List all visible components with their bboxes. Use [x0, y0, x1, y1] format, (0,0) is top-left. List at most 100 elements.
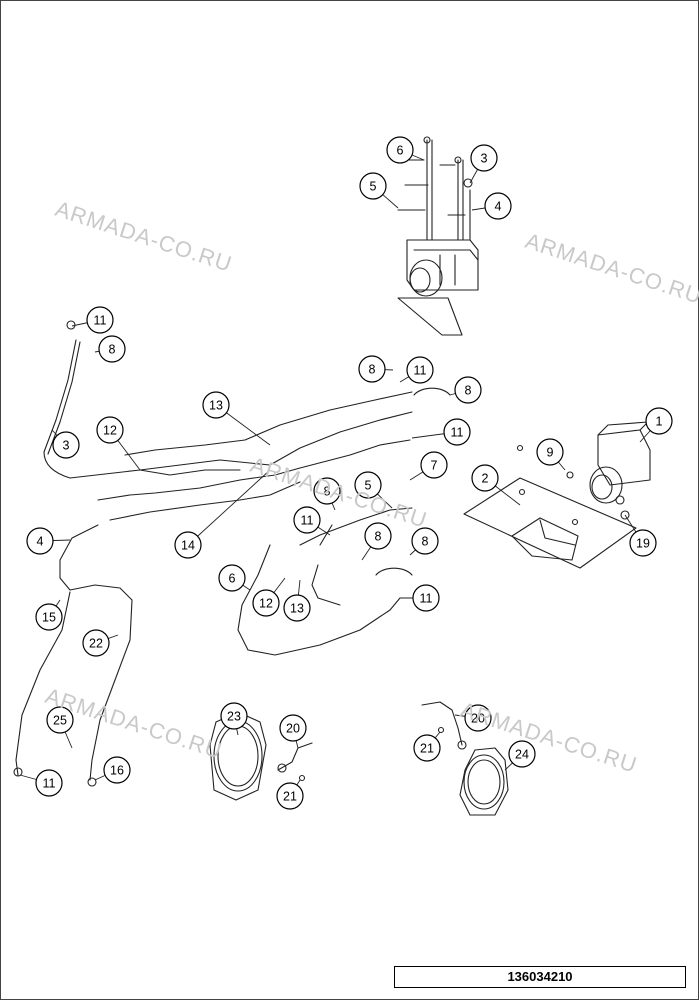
callout-circle	[464, 704, 492, 732]
callout-number: 13	[290, 602, 304, 616]
callout-number: 20	[471, 712, 485, 726]
callout-circle	[386, 136, 414, 164]
callout-number: 8	[109, 343, 116, 357]
callout-circle	[420, 451, 448, 479]
callout-circle	[413, 734, 441, 762]
callout-11: 11	[400, 584, 440, 612]
callout-number: 5	[370, 180, 377, 194]
callout-20: 20	[454, 704, 492, 732]
callout-8: 8	[313, 477, 341, 511]
callout-circle	[252, 589, 280, 617]
callout-number: 11	[301, 514, 314, 528]
callout-number: 3	[63, 439, 70, 453]
callout-number: 9	[547, 446, 554, 460]
callout-leader-line	[187, 469, 271, 546]
callout-circle	[411, 527, 439, 555]
callout-circle	[220, 702, 248, 730]
callout-circle	[406, 356, 434, 384]
callout-7: 7	[409, 451, 448, 481]
callout-circle	[103, 756, 131, 784]
callout-circle	[508, 740, 536, 768]
callout-11: 11	[71, 306, 114, 334]
callout-circle	[26, 527, 54, 555]
callout-number: 11	[451, 426, 464, 440]
abs-unit-exploded	[397, 136, 479, 336]
callout-5: 5	[354, 471, 393, 509]
callout-number: 6	[397, 144, 404, 158]
callout-12: 12	[252, 577, 286, 617]
callout-number: 25	[53, 714, 67, 728]
callout-number: 6	[229, 572, 236, 586]
callout-circle	[293, 506, 321, 534]
callout-8: 8	[449, 376, 482, 404]
callout-circle	[454, 376, 482, 404]
callout-11: 11	[411, 418, 471, 446]
callout-20: 20	[279, 714, 307, 749]
callout-circle	[313, 477, 341, 505]
callout-circle	[359, 172, 387, 200]
pulse-ring-24	[459, 747, 509, 816]
callout-number: 8	[324, 485, 331, 499]
callout-number: 15	[42, 611, 56, 625]
callout-5: 5	[359, 172, 399, 209]
callout-24: 24	[504, 740, 536, 771]
callout-3: 3	[469, 144, 498, 184]
callout-number: 4	[495, 200, 502, 214]
callout-2: 2	[471, 464, 521, 506]
callout-number: 11	[414, 364, 427, 378]
callout-number: 23	[227, 710, 241, 724]
callout-number: 24	[515, 748, 529, 762]
callout-12: 12	[96, 416, 141, 471]
callout-number: 12	[259, 597, 273, 611]
callout-circle	[412, 584, 440, 612]
callout-13: 13	[202, 391, 271, 446]
callout-number: 8	[369, 363, 376, 377]
callout-23: 23	[220, 702, 248, 736]
callout-circle	[82, 629, 110, 657]
callout-number: 22	[89, 637, 103, 651]
callout-number: 1	[656, 415, 663, 429]
callout-number: 8	[375, 530, 382, 544]
callout-number: 8	[465, 384, 472, 398]
callout-number: 7	[431, 459, 438, 473]
callout-circle	[98, 335, 126, 363]
callout-circle	[358, 355, 386, 383]
callout-11: 11	[399, 356, 434, 384]
callout-circle	[86, 306, 114, 334]
callout-number: 11	[420, 592, 433, 606]
callout-circle	[283, 594, 311, 622]
callout-1: 1	[639, 407, 673, 443]
callout-25: 25	[46, 706, 74, 749]
callout-number: 14	[181, 539, 195, 553]
callout-4: 4	[471, 192, 512, 220]
abs-unit-assembled	[516, 421, 651, 520]
callout-number: 16	[110, 764, 124, 778]
callout-circle	[443, 418, 471, 446]
callout-circle	[470, 144, 498, 172]
callout-number: 4	[37, 535, 44, 549]
callout-8: 8	[358, 355, 394, 383]
document-id: 136034210	[394, 966, 686, 988]
callout-8: 8	[361, 522, 392, 561]
callout-15: 15	[35, 599, 63, 631]
callout-number: 12	[103, 424, 117, 438]
callout-circle	[354, 471, 382, 499]
callout-number: 5	[365, 479, 372, 493]
callout-19: 19	[624, 514, 657, 557]
callout-circle	[218, 564, 246, 592]
callout-3: 3	[51, 429, 80, 459]
callout-circle	[645, 407, 673, 435]
callout-8: 8	[409, 527, 439, 556]
callout-circle	[364, 522, 392, 550]
callout-circle	[202, 391, 230, 419]
callout-number: 11	[43, 777, 56, 791]
callout-circle	[471, 464, 499, 492]
callout-4: 4	[26, 527, 71, 555]
callout-6: 6	[218, 564, 251, 592]
callout-13: 13	[283, 579, 311, 622]
callout-number: 20	[286, 722, 300, 736]
callout-circle	[52, 431, 80, 459]
